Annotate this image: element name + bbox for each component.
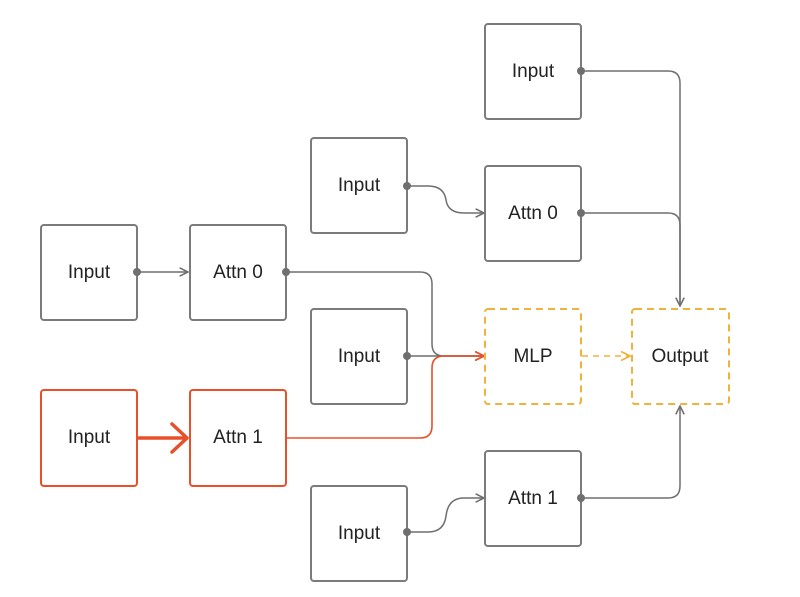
edge-attn1-highlight-to-mlp bbox=[286, 356, 484, 439]
node-input-upper: Input bbox=[310, 137, 408, 234]
node-label: Input bbox=[338, 175, 381, 196]
node-input-middle: Input bbox=[310, 308, 408, 405]
edge-input-upper-to-attn0-upper bbox=[407, 185, 484, 213]
node-label: Input bbox=[68, 427, 111, 448]
node-input-highlight: Input bbox=[40, 389, 138, 487]
node-label: Input bbox=[338, 523, 381, 544]
node-label: Attn 0 bbox=[508, 203, 558, 224]
port-dot bbox=[577, 209, 585, 217]
node-label: Input bbox=[338, 346, 381, 367]
node-label: Input bbox=[512, 61, 555, 82]
port-dot bbox=[403, 182, 411, 190]
node-attn0-upper: Attn 0 bbox=[484, 165, 582, 262]
port-dots bbox=[133, 67, 585, 536]
edge-attn1-lower-to-output bbox=[581, 406, 680, 499]
node-input-left: Input bbox=[40, 224, 138, 321]
node-label: Output bbox=[651, 346, 709, 367]
port-dot bbox=[577, 494, 585, 502]
node-mlp: MLP bbox=[484, 308, 582, 405]
node-attn1-highlight: Attn 1 bbox=[189, 389, 287, 487]
port-dot bbox=[577, 67, 585, 75]
node-attn1-lower: Attn 1 bbox=[484, 450, 582, 547]
thick-red-arrowhead bbox=[170, 422, 189, 454]
port-dot bbox=[133, 268, 141, 276]
edge-input-top-to-output bbox=[581, 70, 680, 306]
edge-input-bottom-to-attn1-lower bbox=[407, 498, 484, 533]
node-attn0-left: Attn 0 bbox=[189, 224, 287, 321]
node-output: Output bbox=[631, 308, 730, 405]
node-input-bottom: Input bbox=[310, 485, 408, 582]
port-dot bbox=[403, 528, 411, 536]
edge-attn0-upper-to-output bbox=[581, 212, 681, 306]
node-label: Attn 1 bbox=[508, 488, 558, 509]
node-label: MLP bbox=[513, 346, 552, 367]
node-input-top: Input bbox=[484, 23, 582, 120]
edges bbox=[137, 70, 681, 533]
node-label: Input bbox=[68, 262, 111, 283]
node-label: Attn 1 bbox=[213, 427, 263, 448]
port-dot bbox=[403, 352, 411, 360]
node-label: Attn 0 bbox=[213, 262, 263, 283]
port-dot bbox=[282, 268, 290, 276]
